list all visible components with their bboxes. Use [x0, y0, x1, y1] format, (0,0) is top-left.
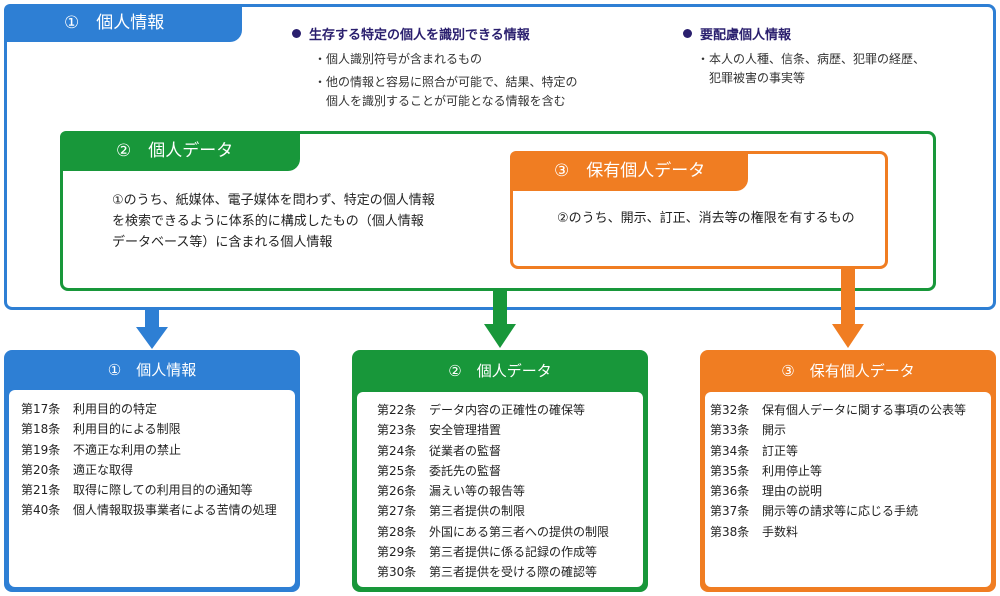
sensitive-info-item: ・本人の人種、信条、病歴、犯罪の経歴、	[697, 52, 926, 66]
personal-data-title: ② 個人データ	[60, 131, 300, 171]
retained-data-title: ③ 保有個人データ	[510, 151, 748, 191]
personal-data-article-list: 第22条データ内容の正確性の確保等 第23条安全管理措置 第24条従業者の監督 …	[357, 392, 643, 587]
sensitive-info-heading: 要配慮個人情報	[700, 28, 792, 43]
personal-data-description-line: を検索できるように体系的に構成したもの（個人情報	[112, 214, 424, 229]
article-row: 第32条保有個人データに関する事項の公表等	[710, 403, 967, 417]
personal-data-description: ①のうち、紙媒体、電子媒体を問わず、特定の個人情報 を検索できるように体系的に構…	[112, 190, 472, 253]
personal-info-panel: ① 個人情報 第17条利用目的の特定 第18条利用目的による制限 第19条不適正…	[4, 350, 300, 592]
article-row: 第34条訂正等	[710, 443, 799, 458]
article-row: 第23条安全管理措置	[377, 423, 502, 438]
personal-data-description-line: データベース等）に含まれる個人情報	[112, 235, 333, 250]
article-row: 第33条開示	[710, 423, 787, 438]
article-row: 第24条従業者の監督	[377, 443, 502, 458]
article-row: 第36条理由の説明	[710, 484, 823, 499]
identifiable-info-item: ・個人識別符号が含まれるもの	[314, 52, 483, 66]
retained-data-panel-title: ③ 保有個人データ	[781, 362, 915, 380]
article-row: 第28条外国にある第三者への提供の制限	[377, 524, 610, 539]
article-row: 第17条利用目的の特定	[21, 402, 158, 416]
down-arrow-icon	[136, 307, 168, 349]
personal-data-panel: ② 個人データ 第22条データ内容の正確性の確保等 第23条安全管理措置 第24…	[352, 350, 648, 592]
bullet-dot-icon	[683, 29, 692, 38]
article-row: 第37条開示等の請求等に応じる手続	[710, 504, 919, 519]
article-row: 第26条漏えい等の報告等	[377, 484, 526, 499]
personal-info-article-list: 第17条利用目的の特定 第18条利用目的による制限 第19条不適正な利用の禁止 …	[9, 390, 295, 587]
article-row: 第29条第三者提供に係る記録の作成等	[377, 545, 598, 560]
sensitive-info-block: 要配慮個人情報 ・本人の人種、信条、病歴、犯罪の経歴、 犯罪被害の事実等	[683, 24, 983, 88]
personal-info-title: ① 個人情報	[4, 4, 242, 42]
personal-info-panel-title: ① 個人情報	[107, 361, 197, 379]
article-row: 第21条取得に際しての利用目的の通知等	[21, 483, 253, 498]
article-row: 第19条不適正な利用の禁止	[21, 442, 182, 457]
identifiable-info-item: ・他の情報と容易に照合が可能で、結果、特定の	[314, 75, 578, 89]
identifiable-info-item: 個人を識別することが可能となる情報を含む	[314, 94, 566, 108]
retained-data-article-list: 第32条保有個人データに関する事項の公表等 第33条開示 第34条訂正等 第35…	[705, 392, 991, 587]
down-arrow-icon	[484, 288, 516, 348]
down-arrow-icon	[832, 268, 864, 348]
article-row: 第25条委託先の監督	[377, 463, 502, 478]
identifiable-info-block: 生存する特定の個人を識別できる情報 ・個人識別符号が含まれるもの ・他の情報と容…	[292, 24, 632, 111]
bullet-dot-icon	[292, 29, 301, 38]
article-row: 第35条利用停止等	[710, 463, 823, 478]
retained-data-panel: ③ 保有個人データ 第32条保有個人データに関する事項の公表等 第33条開示 第…	[700, 350, 996, 592]
personal-data-panel-title: ② 個人データ	[448, 362, 552, 380]
sensitive-info-item: 犯罪被害の事実等	[697, 71, 806, 85]
article-row: 第18条利用目的による制限	[21, 422, 181, 437]
personal-data-description-line: ①のうち、紙媒体、電子媒体を問わず、特定の個人情報	[112, 193, 435, 208]
article-row: 第40条個人情報取扱事業者による苦情の処理	[21, 503, 277, 518]
article-row: 第38条手数料	[710, 524, 799, 539]
article-row: 第30条第三者提供を受ける際の確認等	[377, 565, 598, 580]
identifiable-info-heading: 生存する特定の個人を識別できる情報	[309, 28, 530, 43]
article-row: 第20条適正な取得	[21, 462, 134, 477]
retained-data-description: ②のうち、開示、訂正、消去等の権限を有するもの	[557, 211, 855, 226]
article-row: 第22条データ内容の正確性の確保等	[377, 403, 586, 417]
article-row: 第27条第三者提供の制限	[377, 504, 526, 519]
